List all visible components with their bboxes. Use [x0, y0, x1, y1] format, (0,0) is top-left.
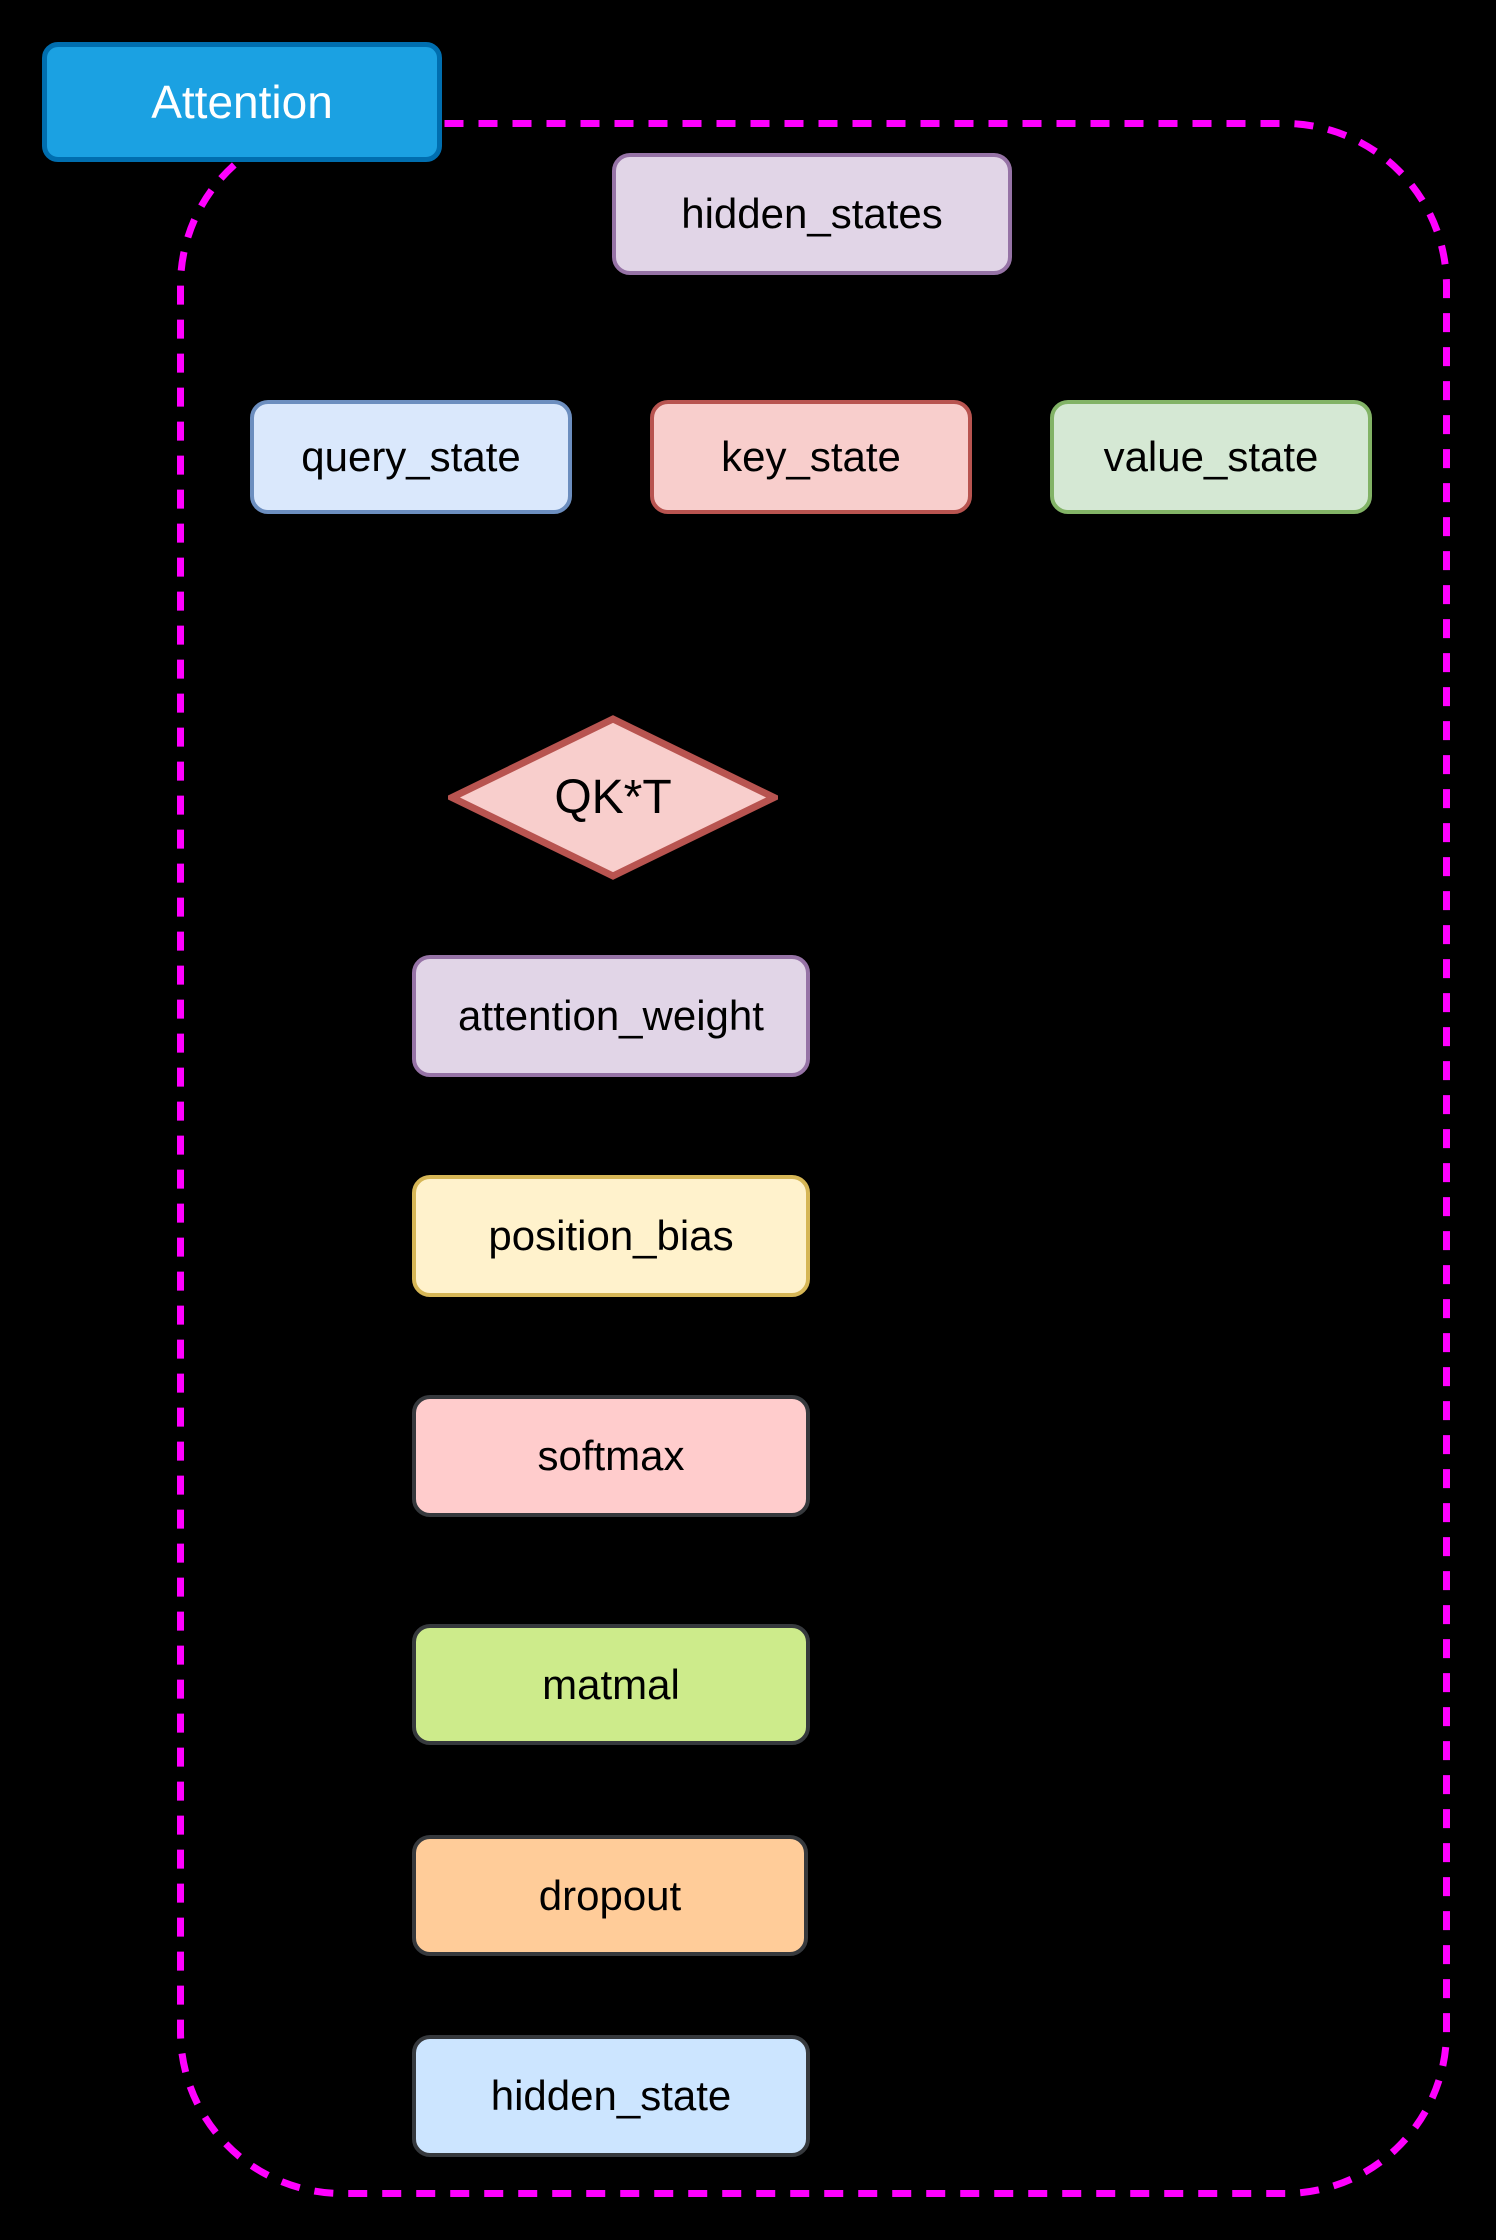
node-softmax-label: softmax [537, 1432, 685, 1479]
node-query-state-label: query_state [301, 433, 521, 480]
node-hidden-state-label: hidden_state [490, 2072, 732, 2119]
node-qkt-label: QK*T [554, 771, 672, 824]
node-key-state: key_state [650, 400, 972, 514]
node-query-state: query_state [250, 400, 572, 514]
node-matmal-label: matmal [542, 1660, 680, 1708]
node-dropout: dropout [412, 1835, 808, 1956]
node-qkt-diamond: QK*T [444, 715, 782, 880]
node-attention-weight: attention_weight [412, 955, 810, 1077]
node-value-state: value_state [1050, 400, 1372, 514]
node-matmal: matmal [412, 1624, 810, 1745]
node-dropout-label: dropout [538, 1871, 682, 1919]
qkt-diamond-shape [444, 715, 782, 880]
node-key-state-label: key_state [721, 433, 901, 480]
node-softmax: softmax [412, 1395, 810, 1517]
qkt-diamond-polygon [444, 715, 782, 880]
node-attention-weight-label: attention_weight [458, 992, 764, 1039]
attention-title-label: Attention [151, 76, 333, 128]
node-hidden-states-label: hidden_states [681, 190, 943, 237]
attention-title-badge: Attention [42, 42, 442, 162]
node-value-state-label: value_state [1103, 433, 1319, 480]
node-position-bias: position_bias [412, 1175, 810, 1297]
node-hidden-states: hidden_states [612, 153, 1012, 275]
node-position-bias-label: position_bias [488, 1212, 734, 1259]
node-hidden-state: hidden_state [412, 2035, 810, 2157]
